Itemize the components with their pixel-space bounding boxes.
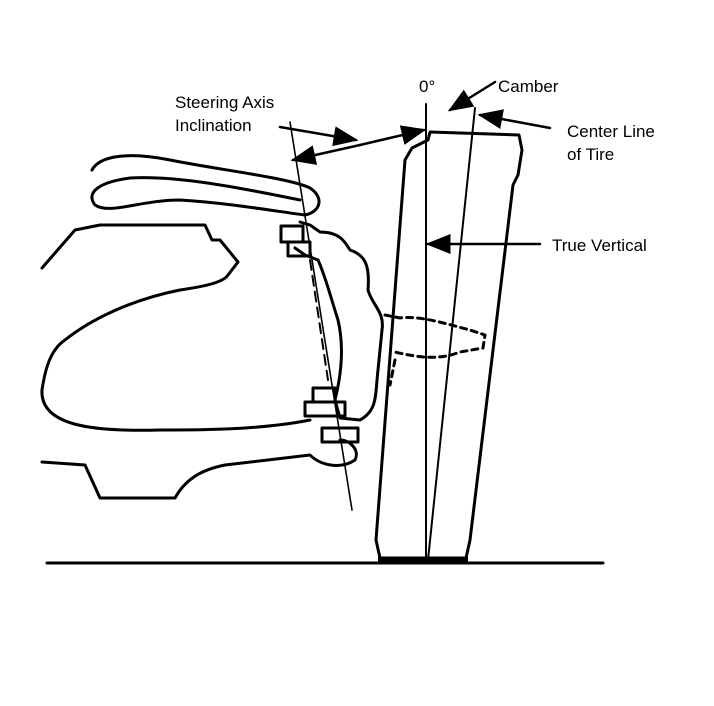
label-center-line: Center Line: [567, 122, 655, 141]
tire-contact-patch: [378, 557, 468, 563]
sai-arrow-left: [290, 143, 362, 165]
camber-arrow: [447, 80, 497, 112]
lower-ball-joint: [311, 386, 337, 404]
tire-outline: [374, 130, 524, 560]
steering-knuckle: [293, 220, 384, 422]
center-line-arrow: [477, 109, 552, 130]
upper-ball-joint: [279, 224, 305, 244]
label-of-tire: of Tire: [567, 145, 614, 164]
label-steering-axis: Steering Axis: [175, 93, 274, 112]
upper-control-arm: [90, 154, 321, 217]
steering-axis-line: [289, 121, 353, 511]
brake-caliper: [383, 313, 487, 387]
lower-nut: [303, 400, 347, 418]
steering-axis-dashed: [309, 259, 329, 381]
label-true-vertical: True Vertical: [552, 236, 647, 255]
label-zero-degree: 0°: [419, 77, 435, 96]
label-inclination: Inclination: [175, 116, 252, 135]
tire-center-line: [427, 107, 476, 561]
sai-arrow-right: [358, 125, 427, 147]
lower-stud: [320, 426, 360, 444]
sai-leader: [278, 125, 359, 147]
lower-control-arm: [40, 223, 312, 432]
frame-lower: [40, 438, 358, 500]
label-camber: Camber: [498, 77, 559, 96]
